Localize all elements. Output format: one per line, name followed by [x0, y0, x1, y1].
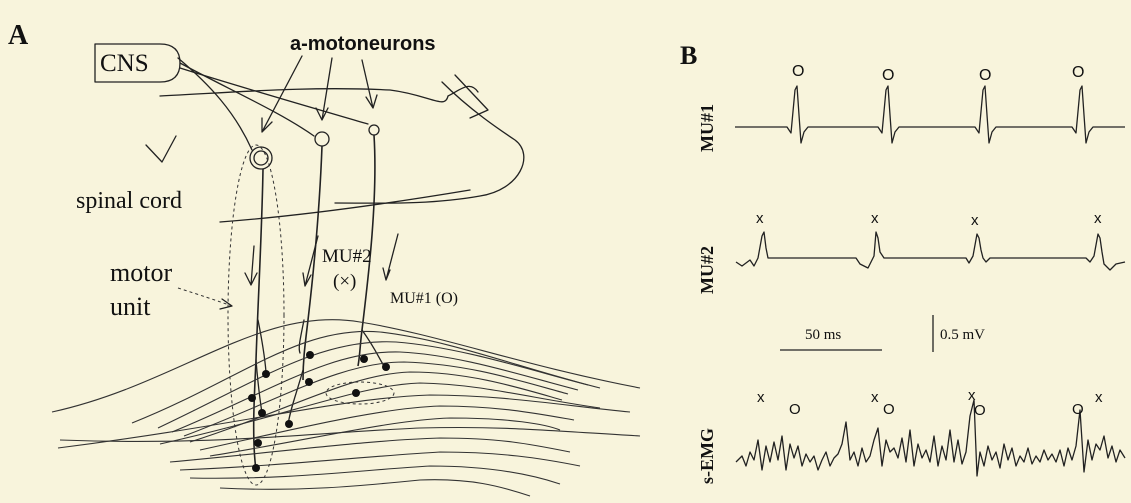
spinal-cord-mark: [146, 136, 176, 162]
spinal-cord-outline-right: [335, 82, 524, 203]
mu1-trace-label: MU#1: [697, 104, 717, 152]
mu2-spike-marker-3: x: [971, 212, 979, 229]
axon-branch-a: [258, 320, 266, 372]
semg-trace-label: s-EMG: [697, 428, 717, 484]
mu2-spike-marker-4: x: [1094, 210, 1102, 227]
axon-mu2: [303, 146, 322, 380]
semg-x-marker-2: x: [871, 389, 879, 406]
motoneuron-arrow-3: [362, 60, 377, 108]
motor-unit-pointer: [178, 288, 232, 306]
semg-o-marker-3: O: [974, 402, 986, 419]
semg-o-marker-2: O: [883, 401, 895, 418]
semg-x-marker-4: x: [1095, 389, 1103, 406]
mu2-label-line1: MU#2: [322, 246, 372, 267]
flow-arrow-3: [383, 234, 398, 280]
motor-unit-label-line1: motor: [110, 258, 172, 287]
motor-unit-boundary: [228, 145, 284, 485]
motoneuron-soma-1: [250, 147, 272, 169]
panel-a: A CNS a-motoneurons spinal cord motor un…: [8, 20, 640, 496]
muscle-fibers: [52, 320, 640, 496]
mu2-trace-label: MU#2: [697, 246, 717, 294]
spinal-cord-boundary: [220, 190, 470, 222]
time-scale-label: 50 ms: [805, 327, 841, 343]
motoneuron-arrow-1: [262, 56, 302, 132]
mu1-spike-marker-4: O: [1072, 64, 1084, 81]
spinal-cord-outline-top: [160, 86, 478, 101]
motor-unit-label-line2: unit: [110, 292, 151, 321]
cns-axon-1: [178, 58, 252, 150]
cns-label: CNS: [100, 50, 149, 77]
panel-b-label: B: [680, 41, 697, 70]
motoneuron-soma-3: [369, 125, 379, 135]
flow-arrow-2: [303, 236, 318, 286]
voltage-scale-label: 0.5 mV: [940, 327, 985, 343]
mu1-spike-marker-1: O: [792, 63, 804, 80]
mu2-spike-marker-2: x: [871, 210, 879, 227]
axon-branch-d: [288, 370, 303, 425]
panel-a-label: A: [8, 20, 29, 51]
semg-x-marker-1: x: [757, 389, 765, 406]
mu1-trace: [735, 86, 1125, 143]
spinal-cord-horn: [455, 75, 488, 118]
semg-o-marker-4: O: [1072, 401, 1084, 418]
mu1-spike-marker-2: O: [882, 67, 894, 84]
motoneurons-label: a-motoneurons: [290, 33, 436, 55]
motoneuron-soma-2: [315, 132, 329, 146]
flow-arrow-1: [245, 246, 257, 285]
axon-branch-c: [299, 320, 304, 353]
panel-b: B MU#1 MU#2 s-EMG O O O O x x x x 50 ms …: [680, 41, 1125, 484]
mu1-spike-marker-3: O: [979, 67, 991, 84]
mu2-label-line2: (×): [333, 271, 356, 292]
spinal-cord-label: spinal cord: [76, 188, 182, 214]
mu2-spike-marker-1: x: [756, 210, 764, 227]
cns-axon-3: [180, 68, 368, 124]
motoneuron-soma-1-inner: [254, 151, 268, 165]
endplate-dots: [248, 351, 390, 472]
semg-o-marker-1: O: [789, 401, 801, 418]
mu1-label: MU#1 (O): [390, 290, 458, 307]
mu2-trace: [736, 232, 1125, 270]
